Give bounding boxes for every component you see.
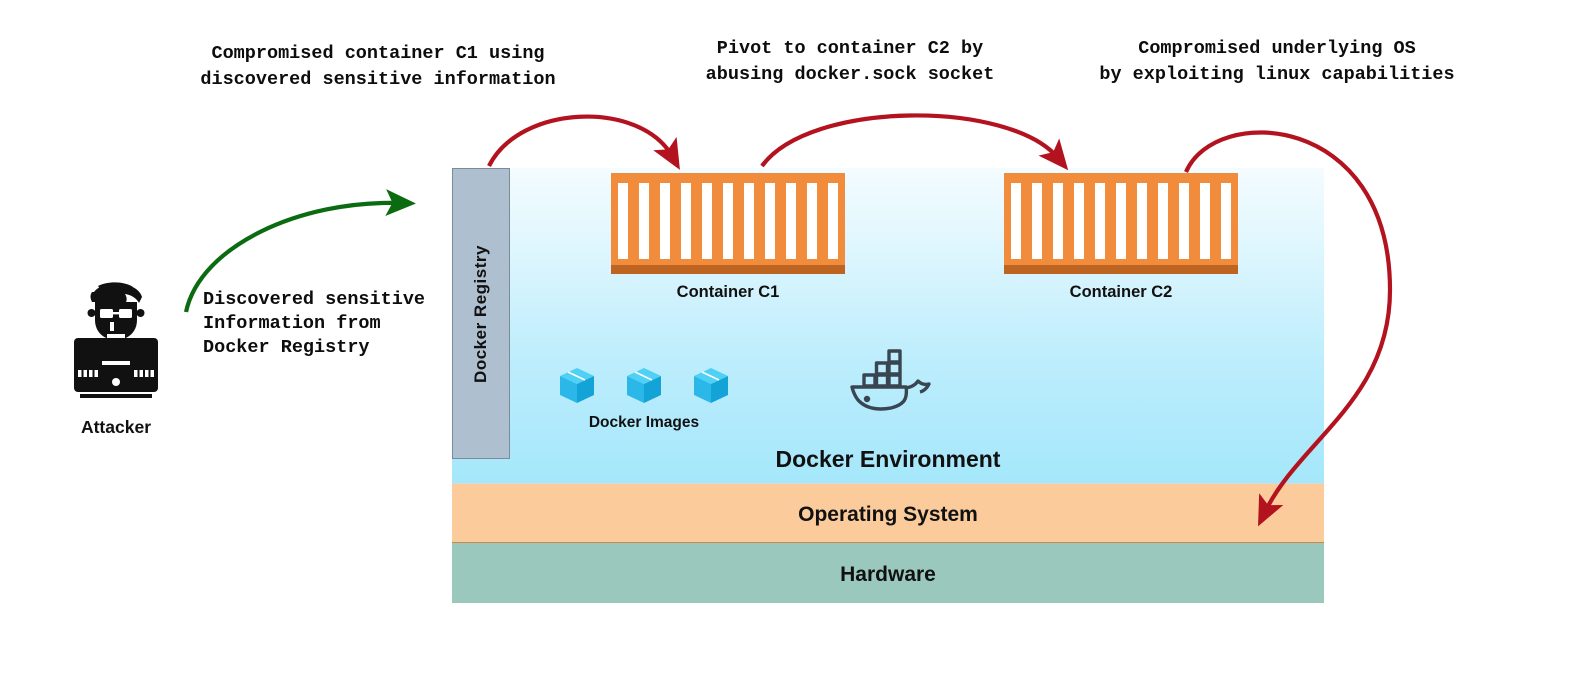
- container-c1[interactable]: Container C1: [611, 173, 845, 302]
- hardware-layer: [452, 543, 1324, 603]
- container-slot: [1158, 182, 1168, 259]
- container-slot: [723, 182, 733, 259]
- annotation-compromise-os: Compromised underlying OS by exploiting …: [1099, 38, 1455, 85]
- container-slot: [1221, 182, 1231, 259]
- cube-box-icon: [560, 368, 594, 403]
- container-slot: [639, 182, 649, 259]
- cube-box-icon: [694, 368, 728, 403]
- container-slot: [702, 182, 712, 259]
- docker-registry-box[interactable]: Docker Registry: [452, 168, 510, 459]
- hardware-label: Hardware: [840, 563, 936, 586]
- container-c1-body: [611, 173, 845, 265]
- container-slot: [1095, 182, 1105, 259]
- container-slot: [660, 182, 670, 259]
- container-slot: [1074, 182, 1084, 259]
- docker-environment-label: Docker Environment: [775, 446, 1001, 472]
- operating-system-layer: [452, 483, 1324, 543]
- container-slot: [618, 182, 628, 259]
- container-slot: [1053, 182, 1063, 259]
- annotation-discovered-info: Discovered sensitive Information from Do…: [203, 289, 426, 358]
- arrow-pivot-c2: [760, 113, 1069, 171]
- container-slot: [1011, 182, 1021, 259]
- docker-whale-icon: [850, 349, 931, 411]
- hacker-at-computer-icon: [74, 282, 158, 398]
- container-c2-body: [1004, 173, 1238, 265]
- container-slot: [1200, 182, 1210, 259]
- container-c2-label: Container C2: [1069, 283, 1173, 301]
- container-slot: [1137, 182, 1147, 259]
- container-c2-base: [1004, 265, 1238, 274]
- annotation-pivot-c2: Pivot to container C2 by abusing docker.…: [705, 38, 995, 85]
- container-slot: [1032, 182, 1042, 259]
- container-slot: [807, 182, 817, 259]
- container-slot: [828, 182, 838, 259]
- annotation-compromise-c1: Compromised container C1 using discovere…: [200, 43, 556, 90]
- docker-registry-label: Docker Registry: [471, 244, 491, 383]
- container-c2[interactable]: Container C2: [1004, 173, 1238, 302]
- cube-box-icon: [627, 368, 661, 403]
- operating-system-label: Operating System: [798, 503, 978, 526]
- docker-images-icons: [558, 364, 730, 406]
- docker-images-label: Docker Images: [588, 414, 700, 431]
- attacker-group: Attacker: [62, 278, 170, 438]
- container-c1-label: Container C1: [676, 283, 780, 301]
- container-c1-base: [611, 265, 845, 274]
- container-slot: [681, 182, 691, 259]
- container-slot: [786, 182, 796, 259]
- container-slot: [1116, 182, 1126, 259]
- container-slot: [1179, 182, 1189, 259]
- container-slot: [765, 182, 775, 259]
- container-slot: [744, 182, 754, 259]
- attacker-label: Attacker: [80, 417, 152, 437]
- arrow-compromise-c1: [487, 114, 680, 170]
- docker-images-group: Docker Images: [558, 364, 730, 432]
